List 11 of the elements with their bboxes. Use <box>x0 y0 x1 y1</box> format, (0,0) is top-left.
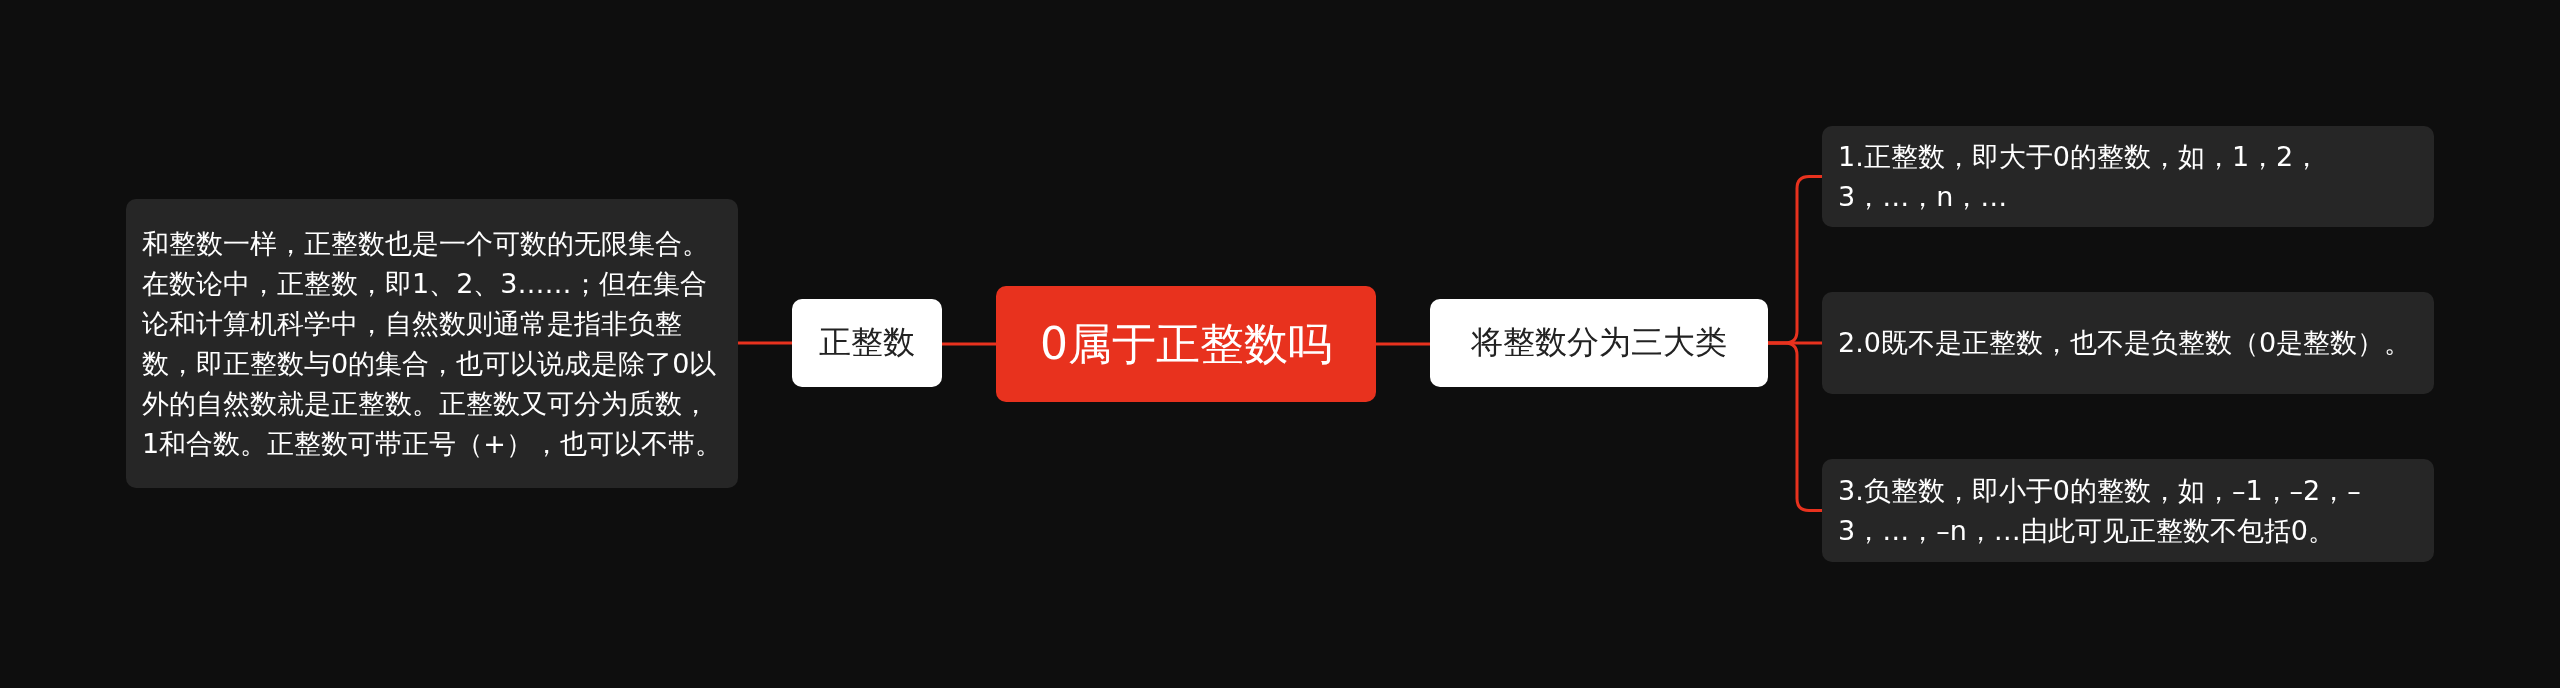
note-box: 3.负整数，即小于0的整数，如，–1，–2，–3，…，–n，…由此可见正整数不包括0。 <box>1822 459 2434 562</box>
subtopic-box: 将整数分为三大类 <box>1430 299 1768 387</box>
connector-line <box>1376 342 1430 346</box>
connector-line <box>1768 341 1822 512</box>
note-box: 和整数一样，正整数也是一个可数的无限集合。在数论中，正整数，即1、2、3……；但在集合论和计算机科学中，自然数则通常是指非负整数，即正整数与0的集合，也可以说成是除了0以外的自然数就是正整数。正整数又可分为质数，1和合数。正整数可带正号（+），也可以不带。 <box>126 199 738 488</box>
note-box: 2.0既不是正整数，也不是负整数（0是整数）。 <box>1822 292 2434 394</box>
topic-box: 0属于正整数吗 <box>996 286 1376 402</box>
subtopic-box: 正整数 <box>792 299 942 387</box>
connector-line <box>942 342 996 346</box>
connector-line <box>738 341 792 345</box>
note-box: 1.正整数，即大于0的整数，如，1，2，3，…，n，… <box>1822 126 2434 227</box>
